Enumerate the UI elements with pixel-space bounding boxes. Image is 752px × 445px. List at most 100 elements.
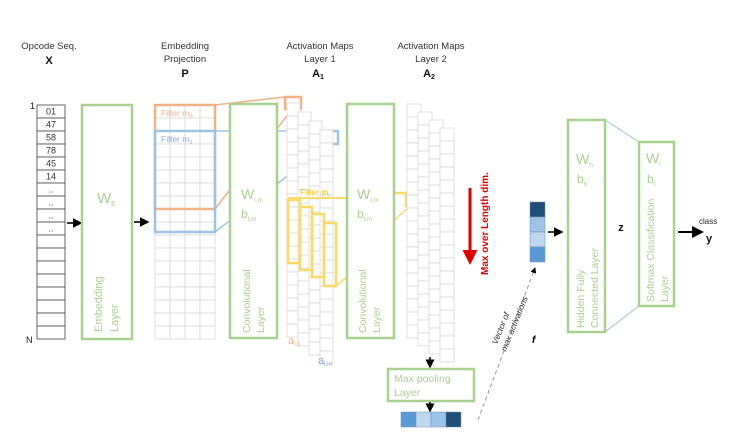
sequence-cell: 58 bbox=[36, 130, 66, 145]
max-pooling-box bbox=[386, 367, 476, 403]
sequence-value: .. bbox=[48, 211, 53, 221]
activation-maps-layer-1 bbox=[286, 102, 334, 365]
projection-cell bbox=[169, 286, 186, 301]
max-over-length-label: Max over Length dim. bbox=[480, 172, 491, 275]
activation-cell bbox=[319, 155, 334, 170]
projection-cell bbox=[154, 325, 171, 340]
opcode-sequence-column: 014758784514........ bbox=[36, 104, 66, 340]
hidden-label-line1: Hidden Fully bbox=[575, 269, 587, 328]
softmax-bias: bl bbox=[647, 172, 656, 188]
seq-end-label: N bbox=[26, 335, 33, 345]
projection-cell bbox=[154, 286, 171, 301]
header-embedding-line1: Embedding bbox=[161, 41, 209, 52]
projection-cell bbox=[169, 273, 186, 288]
activation-cell bbox=[439, 296, 455, 311]
header-act2-line1: Activation Maps bbox=[397, 41, 464, 52]
conv2-label-line2: Layer bbox=[371, 306, 383, 333]
projection-cell bbox=[169, 143, 186, 158]
sequence-cell: 14 bbox=[36, 169, 66, 184]
sequence-value: .. bbox=[48, 224, 53, 234]
projection-cell bbox=[184, 208, 201, 223]
pooled-vector-cell bbox=[415, 411, 432, 428]
pooled-vector bbox=[400, 411, 462, 428]
projection-cell bbox=[184, 169, 201, 184]
header-act1-line2: Layer 1 bbox=[304, 54, 336, 65]
activation-cell bbox=[439, 244, 455, 259]
activation-map-column bbox=[319, 129, 334, 365]
embedding-weight: WE bbox=[97, 190, 116, 208]
projection-cell bbox=[154, 143, 171, 158]
conv1-label-line2: Layer bbox=[255, 306, 267, 333]
output-symbol: y bbox=[706, 233, 713, 245]
embedding-label-line2: Layer bbox=[109, 304, 121, 332]
projection-cell bbox=[169, 299, 186, 314]
softmax-weight: Wl bbox=[646, 150, 661, 168]
sequence-cell bbox=[36, 325, 66, 340]
sequence-cell bbox=[36, 247, 66, 262]
header-opcode-symbol: X bbox=[45, 55, 53, 67]
max-pooling-line2: Layer bbox=[394, 387, 421, 399]
feature-vector-cell bbox=[529, 246, 546, 263]
activation-cell bbox=[319, 285, 334, 300]
projection-cell bbox=[184, 286, 201, 301]
projection-cell bbox=[199, 247, 216, 262]
sequence-value: 47 bbox=[46, 120, 56, 130]
activation-maps-layer-2 bbox=[406, 103, 455, 363]
activation-cell bbox=[319, 272, 334, 287]
hidden-weight: Wh bbox=[576, 151, 593, 169]
projection-cell bbox=[154, 195, 171, 210]
activation-cell bbox=[439, 283, 455, 298]
sequence-value: .. bbox=[48, 185, 53, 195]
sequence-cell: .. bbox=[36, 182, 66, 197]
projection-cell bbox=[154, 182, 171, 197]
activation-cell bbox=[319, 129, 334, 144]
projection-cell bbox=[199, 130, 216, 145]
activation-map-column bbox=[417, 111, 433, 347]
header-act2-symbol: A2 bbox=[423, 68, 435, 81]
projection-cell bbox=[199, 143, 216, 158]
activation-cell bbox=[319, 233, 334, 248]
activation-cell bbox=[439, 270, 455, 285]
activation-map-column bbox=[439, 127, 455, 363]
projection-cell bbox=[169, 208, 186, 223]
embedding-projection-grid bbox=[154, 104, 216, 340]
projection-cell bbox=[154, 273, 171, 288]
activation-cell bbox=[439, 322, 455, 337]
conv-layer-1-box bbox=[228, 102, 279, 340]
hidden-label-line2: Connected Layer bbox=[589, 248, 601, 328]
sequence-value: 14 bbox=[46, 172, 56, 182]
projection-cell bbox=[169, 312, 186, 327]
projection-cell bbox=[184, 260, 201, 275]
sequence-value: .. bbox=[48, 198, 53, 208]
sequence-cell bbox=[36, 299, 66, 314]
connector-bottom bbox=[604, 305, 640, 333]
projection-cell bbox=[184, 195, 201, 210]
projection-cell bbox=[199, 299, 216, 314]
conv2-weight: Wl,m bbox=[357, 186, 379, 204]
activation-cell bbox=[439, 179, 455, 194]
activation-cell bbox=[439, 335, 455, 350]
projection-cell bbox=[184, 156, 201, 171]
projection-cell bbox=[184, 182, 201, 197]
projection-cell bbox=[169, 156, 186, 171]
projection-cell bbox=[169, 117, 186, 132]
conv1-weight: Wl,m bbox=[241, 186, 263, 204]
projection-cell bbox=[184, 234, 201, 249]
projection-cell bbox=[169, 169, 186, 184]
activation-cell bbox=[319, 142, 334, 157]
seq-start-label: 1 bbox=[30, 101, 35, 111]
projection-cell bbox=[199, 325, 216, 340]
activation-map-column bbox=[428, 119, 444, 355]
projection-cell bbox=[184, 312, 201, 327]
sequence-cell: .. bbox=[36, 208, 66, 223]
filter-mi-label: Filter mi bbox=[300, 187, 330, 199]
activation-map-column bbox=[286, 102, 301, 338]
projection-cell bbox=[154, 312, 171, 327]
softmax-label-line2: Layer bbox=[659, 275, 671, 302]
projection-cell bbox=[184, 325, 201, 340]
projection-cell bbox=[169, 195, 186, 210]
softmax-layer-box bbox=[637, 140, 676, 308]
activation-cell bbox=[439, 348, 455, 363]
header-opcode: Opcode Seq. X bbox=[21, 41, 76, 67]
